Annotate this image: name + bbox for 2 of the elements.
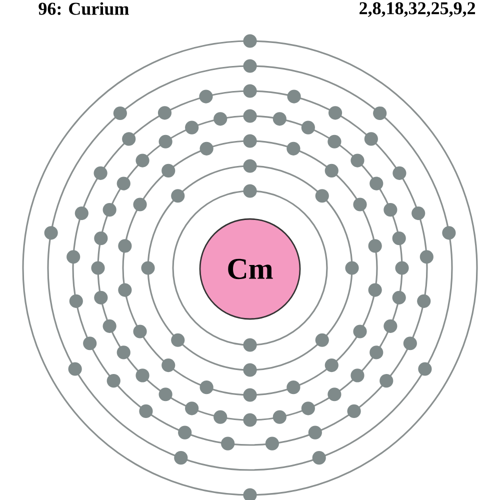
electron-configuration: 2,8,18,32,25,9,2 xyxy=(360,2,476,17)
title: 96: Curium xyxy=(38,2,129,15)
